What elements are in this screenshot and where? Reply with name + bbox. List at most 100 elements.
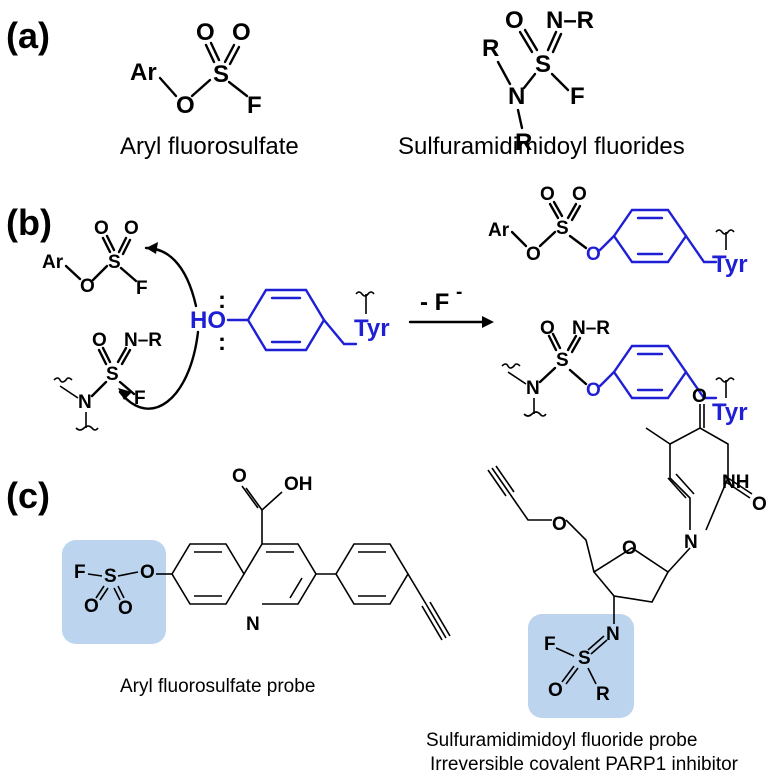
methyl-bond	[645, 427, 671, 445]
double-bond	[95, 585, 109, 601]
bond	[516, 108, 524, 130]
atom-nr: N–R	[546, 7, 594, 34]
lone-pair: :	[218, 329, 226, 356]
atom-r: R	[596, 684, 610, 705]
panel-label-c: (c)	[6, 475, 50, 516]
bond	[87, 573, 103, 577]
atom-n: N	[606, 624, 620, 645]
double-bond	[223, 43, 241, 66]
atom-o: O	[80, 276, 95, 297]
bond	[684, 234, 718, 264]
atom-ar: Ar	[488, 220, 510, 241]
phenyl-ring	[335, 543, 409, 605]
bond	[555, 647, 575, 657]
atom-o: O	[692, 386, 707, 407]
atom-n: N	[526, 378, 540, 399]
double-bond	[113, 585, 125, 601]
double-bond	[116, 346, 132, 366]
double-bond	[547, 332, 562, 352]
panel-label-a: (a)	[6, 15, 50, 56]
atom-ar: Ar	[42, 252, 64, 273]
tyrosine-residue: HO : : Tyr	[190, 287, 390, 356]
reaction-arrow: - F -	[408, 282, 494, 328]
atom-f: F	[134, 388, 146, 409]
atom-o: O	[586, 380, 601, 401]
atom-o: O	[752, 494, 767, 515]
double-bond	[101, 234, 116, 254]
atom-r: R	[515, 129, 532, 156]
aromatic-inner-bond	[358, 551, 386, 597]
atom-o: O	[124, 218, 139, 239]
wavy-bond	[715, 377, 735, 383]
atom-tyr: Tyr	[354, 315, 390, 342]
wavy-bond	[53, 377, 73, 383]
atom-nr: N–R	[572, 318, 610, 339]
atom-o: O	[540, 318, 555, 339]
sulfuramidimidoyl-fluoride-structure: O N–R S R N R F	[482, 7, 594, 156]
product-aryl-sulfate: Ar O S O O O Tyr	[488, 184, 748, 278]
triple-bond	[487, 465, 515, 497]
atom-tyr: Tyr	[712, 399, 748, 426]
atom-s: S	[578, 648, 591, 669]
atom-o: O	[118, 598, 133, 619]
double-bond	[587, 635, 608, 655]
atom-f: F	[247, 92, 262, 119]
triple-bond	[421, 601, 451, 641]
atom-s: S	[106, 364, 119, 385]
atom-o: O	[176, 92, 195, 119]
arrowhead	[482, 316, 494, 328]
caption-aryl-fluorosulfate-probe: Aryl fluorosulfate probe	[120, 676, 315, 697]
bond	[119, 266, 138, 283]
bond	[59, 385, 79, 399]
bond	[64, 264, 82, 281]
aryl-fluorosulfate-probe-structure: F S O O O N O OH	[62, 466, 451, 644]
sulfuramidimidoyl-fluoride-probe-structure: F S N O R O O N O NH O	[487, 386, 767, 718]
bond	[90, 380, 108, 398]
bond	[598, 370, 616, 388]
atom-f: F	[544, 634, 556, 655]
quinoline-pyridine-ring	[243, 543, 317, 605]
double-bond	[667, 473, 695, 499]
highlight-box	[62, 540, 166, 644]
bond	[565, 519, 595, 573]
arrowhead	[146, 242, 158, 254]
curved-arrows	[118, 242, 200, 410]
aromatic-inner-bond	[636, 216, 664, 256]
double-bond	[97, 346, 112, 366]
bond	[522, 72, 537, 90]
bond	[261, 491, 283, 511]
reactant-sulfuramidimidoyl-fluoride: O N–R S N F	[53, 330, 162, 431]
atom-f: F	[570, 83, 585, 110]
aromatic-inner-bond	[194, 551, 222, 597]
atom-o: O	[572, 184, 587, 205]
furanose-ring	[592, 547, 670, 603]
bond	[568, 234, 588, 250]
double-bond	[725, 477, 753, 499]
double-bond	[548, 200, 564, 220]
atom-o: O	[548, 680, 563, 701]
aryl-fluorosulfate-structure: Ar O S O O F	[130, 19, 262, 119]
curved-arrow	[144, 246, 198, 308]
atom-f: F	[136, 278, 148, 299]
bond	[587, 667, 597, 685]
atom-o: O	[92, 330, 107, 351]
atom-o: O	[505, 7, 524, 34]
wavy-bond	[715, 229, 735, 235]
atom-o: O	[540, 184, 555, 205]
wavy-bond	[501, 363, 521, 369]
atom-tyr: Tyr	[712, 251, 748, 278]
atom-n: N	[78, 392, 92, 413]
atom-o: O	[552, 514, 567, 535]
atom-s: S	[108, 252, 121, 273]
double-bond	[518, 28, 539, 54]
atom-o: O	[232, 466, 247, 487]
double-bond	[241, 485, 263, 511]
quinoline-benzo-ring	[171, 543, 245, 605]
aromatic-inner-bond	[636, 352, 664, 392]
bond	[667, 547, 691, 573]
double-bond	[204, 41, 221, 64]
atom-ho: HO	[190, 307, 226, 334]
bond	[509, 493, 552, 521]
bond	[190, 78, 212, 98]
